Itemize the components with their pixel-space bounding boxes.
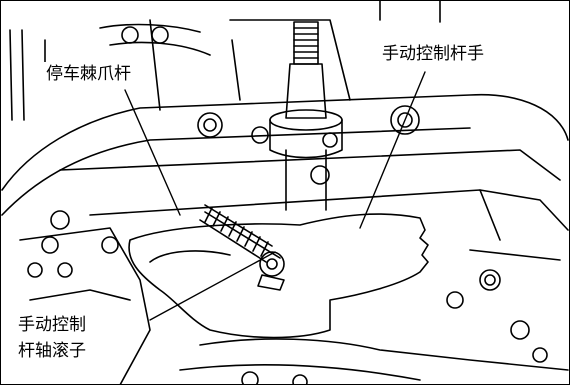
bolt-holes [27, 26, 548, 385]
manual-control-shaft [269, 21, 343, 211]
label-roller-line-2: 杆轴滚子 [16, 339, 88, 363]
leader-lines [124, 71, 426, 321]
parking-pawl-rod [199, 204, 285, 291]
label-roller-line-1: 手动控制 [16, 313, 88, 337]
manual-detent-plate [128, 213, 429, 339]
label-parking-pawl-rod: 停车棘爪杆 [44, 62, 133, 86]
label-manual-control-lever: 手动控制杆手 [380, 42, 486, 66]
